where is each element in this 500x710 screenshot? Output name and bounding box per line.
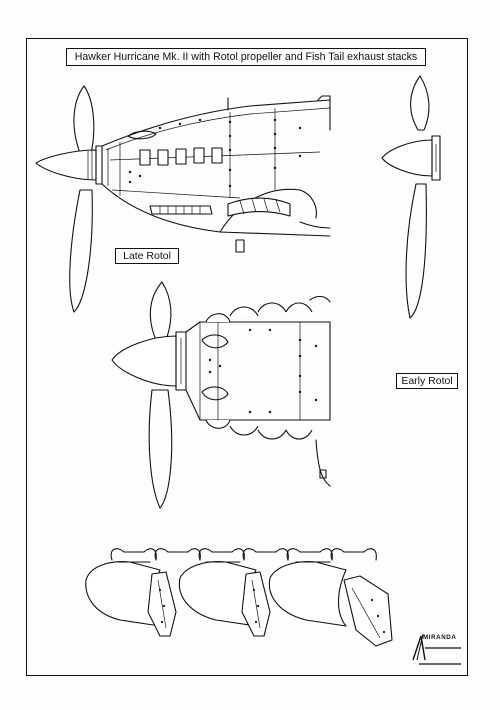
drawing-title: Hawker Hurricane Mk. II with Rotol prope… bbox=[66, 48, 426, 66]
fish-tail-exhaust-detail bbox=[85, 548, 393, 647]
miranda-logo-icon bbox=[412, 633, 461, 665]
label-late-rotol: Late Rotol bbox=[115, 248, 179, 264]
upper-blade bbox=[73, 85, 95, 159]
exhaust-stacks-upper bbox=[139, 147, 223, 166]
cowling-top bbox=[101, 99, 331, 147]
spinner bbox=[35, 149, 97, 181]
lower-blade bbox=[69, 189, 93, 313]
late-rotol-view bbox=[35, 85, 331, 313]
logo-text: MIRANDA bbox=[423, 634, 457, 641]
front-propeller-view bbox=[381, 75, 441, 319]
label-early-rotol: Early Rotol bbox=[396, 373, 458, 389]
border-frame bbox=[26, 38, 468, 676]
early-rotol-view bbox=[111, 281, 331, 509]
